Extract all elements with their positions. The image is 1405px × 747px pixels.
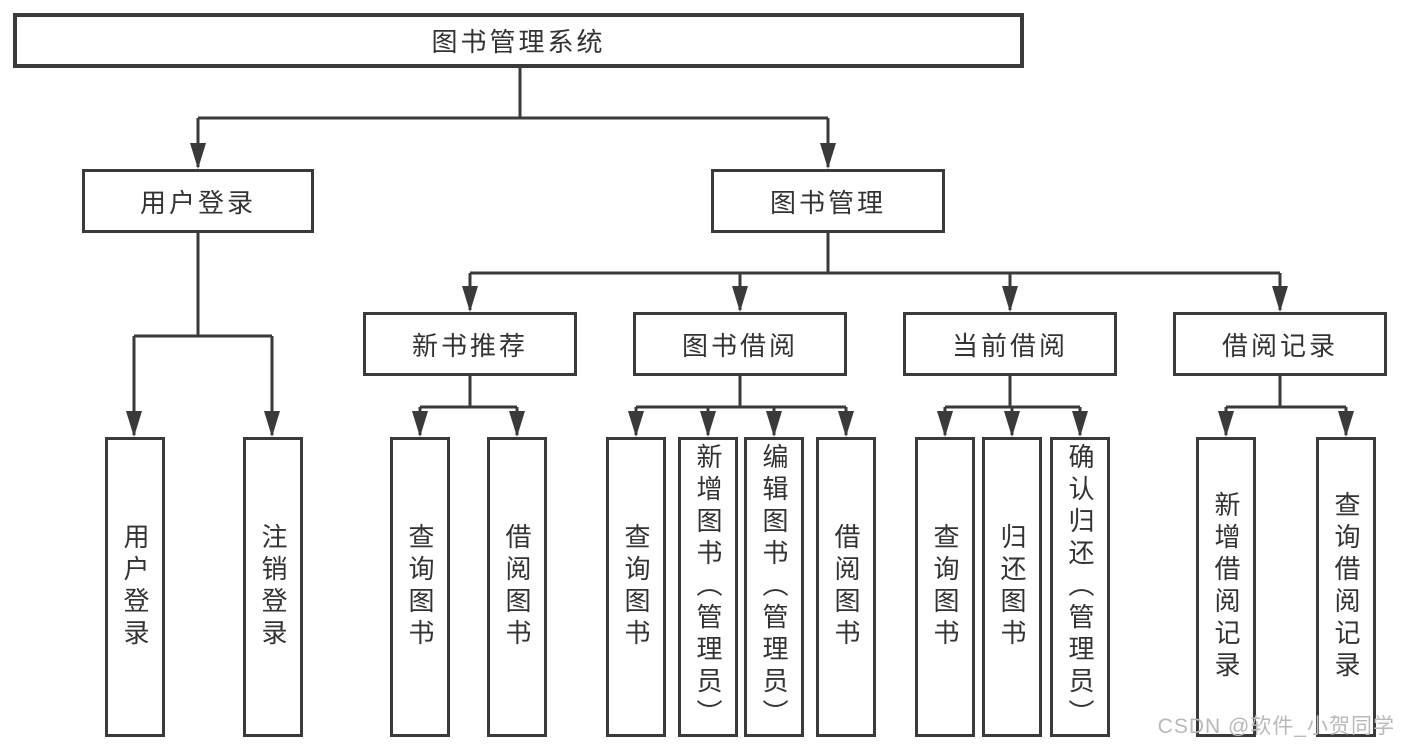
node-leaf-query-books-1: 查询图书 [390, 437, 450, 737]
node-leaf-user-login: 用户登录 [105, 437, 165, 737]
node-user-login-branch: 用户登录 [82, 169, 314, 233]
connector-paths [132, 68, 1348, 435]
node-leaf-logout: 注销登录 [243, 437, 303, 737]
csdn-watermark: CSDN @软件_小贺同学 [1157, 715, 1395, 738]
node-book-borrowing: 图书借阅 [633, 312, 847, 376]
node-leaf-borrow-books-1: 借阅图书 [487, 437, 547, 737]
arrowheads [126, 143, 1354, 437]
node-leaf-confirm-return-admin: 确认归还（管理员） [1050, 437, 1110, 737]
node-borrowing-records: 借阅记录 [1173, 312, 1387, 376]
node-leaf-query-borrow-record: 查询借阅记录 [1316, 437, 1376, 737]
node-current-borrowing: 当前借阅 [903, 312, 1117, 376]
node-leaf-query-books-3: 查询图书 [915, 437, 975, 737]
node-leaf-borrow-books-2: 借阅图书 [816, 437, 876, 737]
node-leaf-add-books-admin: 新增图书（管理员） [678, 437, 738, 737]
node-leaf-add-borrow-record: 新增借阅记录 [1196, 437, 1256, 737]
node-leaf-query-books-2: 查询图书 [606, 437, 666, 737]
node-root-library-system: 图书管理系统 [13, 13, 1024, 68]
node-leaf-edit-books-admin: 编辑图书（管理员） [744, 437, 804, 737]
node-new-book-recommendation: 新书推荐 [363, 312, 577, 376]
node-leaf-return-books: 归还图书 [982, 437, 1042, 737]
node-book-management-branch: 图书管理 [711, 169, 945, 233]
